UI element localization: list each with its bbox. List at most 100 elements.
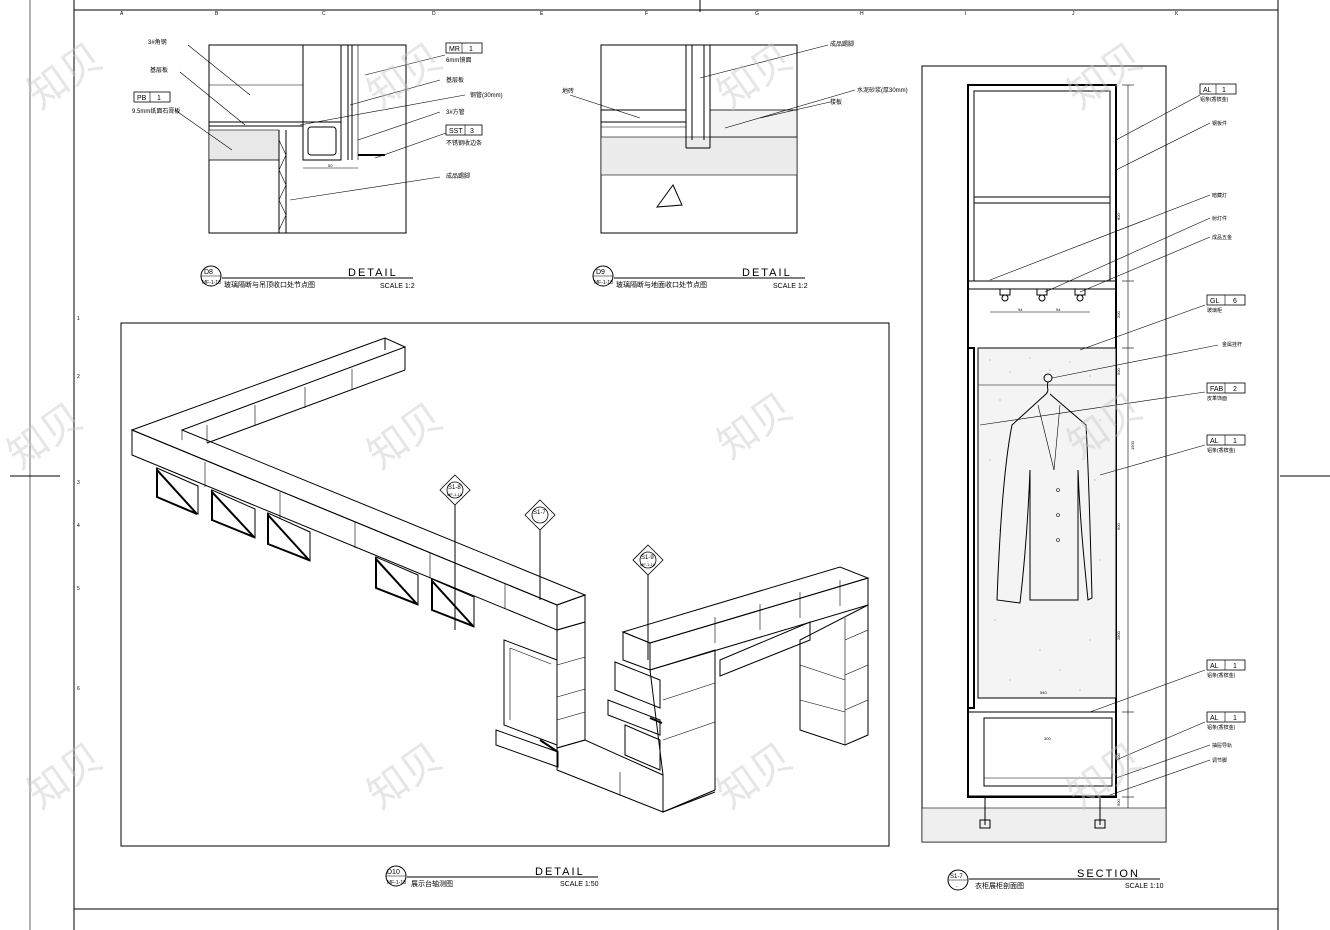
svg-text:知贝: 知贝 (19, 735, 111, 819)
svg-text:D8: D8 (204, 269, 213, 276)
svg-text:1: 1 (469, 46, 473, 53)
section-tag-s1-7: S1-7 - (524, 499, 556, 600)
svg-text:SCALE 1:10: SCALE 1:10 (1125, 883, 1164, 890)
svg-text:K: K (1175, 11, 1179, 17)
grid-left-labels: 1 2 3 4 5 6 (77, 316, 80, 692)
svg-text:楼板: 楼板 (830, 98, 842, 106)
svg-text:玻璃隔断与吊顶收口处节点图: 玻璃隔断与吊顶收口处节点图 (224, 280, 315, 289)
svg-text:50: 50 (328, 163, 333, 168)
section-title-block: S1-7 - 衣柜展柜剖面图 SECTION SCALE 1:10 (947, 868, 1164, 891)
svg-text:1900: 1900 (1130, 440, 1135, 450)
svg-text:衣柜展柜剖面图: 衣柜展柜剖面图 (975, 881, 1024, 890)
svg-text:C: C (322, 11, 326, 17)
svg-text:基层板: 基层板 (446, 76, 464, 84)
cabinet-lights: 94 94 (990, 288, 1090, 313)
svg-text:S1-7: S1-7 (950, 874, 963, 880)
svg-text:知贝: 知贝 (709, 385, 801, 469)
d8-callout-texts: 3#角钢 基层板 PB 1 9.5mm纸面石膏板 MR 1 6mm镜面 基层板 … (132, 38, 503, 180)
svg-text:抽屉导轨: 抽屉导轨 (1212, 742, 1232, 749)
svg-text:FAB: FAB (1210, 386, 1224, 393)
counter-base (556, 739, 716, 813)
svg-text:DETAIL: DETAIL (535, 866, 585, 878)
svg-text:1: 1 (157, 95, 161, 102)
svg-text:AL: AL (1203, 87, 1212, 94)
svg-text:2800: 2800 (1116, 630, 1121, 640)
svg-text:AL: AL (1210, 438, 1219, 445)
svg-text:SCALE 1:2: SCALE 1:2 (380, 283, 415, 290)
section-tag-s1-8: S1-8 MF-1-10 (439, 474, 471, 630)
svg-text:知贝: 知贝 (1059, 35, 1151, 119)
svg-text:基层板: 基层板 (150, 66, 168, 74)
svg-text:-: - (538, 517, 540, 522)
section-s1-7: 94 94 (921, 65, 1246, 891)
grid-top-labels: A B C D E F G H I J K (120, 11, 1179, 17)
svg-text:500: 500 (1116, 368, 1121, 375)
svg-text:铝条(香槟金): 铝条(香槟金) (1207, 672, 1236, 679)
svg-text:知贝: 知贝 (709, 35, 801, 119)
svg-text:1: 1 (1233, 715, 1237, 722)
svg-text:皮革饰面: 皮革饰面 (1207, 395, 1227, 402)
d10-title-block: D10 MF-1-10 展示台轴测图 DETAIL SCALE 1:50 (385, 865, 599, 888)
svg-text:4: 4 (77, 523, 80, 529)
svg-text:1: 1 (1222, 87, 1226, 94)
svg-text:J: J (1072, 11, 1075, 17)
svg-text:知贝: 知贝 (359, 735, 451, 819)
svg-text:MR: MR (449, 46, 460, 53)
svg-text:540: 540 (1040, 690, 1047, 695)
svg-text:展示台轴测图: 展示台轴测图 (411, 879, 453, 888)
svg-text:D10: D10 (387, 869, 400, 876)
svg-text:SECTION: SECTION (1077, 868, 1140, 880)
svg-text:6: 6 (77, 686, 80, 692)
svg-text:SCALE 1:2: SCALE 1:2 (773, 283, 808, 290)
svg-text:AL: AL (1210, 663, 1219, 670)
svg-text:水泥砂浆(厚30mm): 水泥砂浆(厚30mm) (857, 86, 908, 94)
svg-text:3: 3 (470, 128, 474, 135)
svg-text:1: 1 (77, 316, 80, 322)
section-leaders (979, 94, 1219, 796)
counter-short (607, 566, 870, 813)
svg-text:1: 1 (1233, 438, 1237, 445)
svg-text:3#角钢: 3#角钢 (148, 38, 167, 46)
svg-text:S1-9: S1-9 (641, 555, 654, 561)
svg-text:500: 500 (1116, 753, 1121, 760)
svg-text:G: G (755, 11, 759, 17)
svg-text:铝条(香槟金): 铝条(香槟金) (1207, 447, 1236, 454)
svg-text:地砖: 地砖 (562, 87, 574, 95)
svg-text:3: 3 (77, 480, 80, 486)
svg-text:A: A (120, 11, 124, 17)
svg-text:知贝: 知贝 (359, 395, 451, 479)
svg-text:9.5mm纸面石膏板: 9.5mm纸面石膏板 (132, 107, 180, 115)
svg-text:MF-1-10: MF-1-10 (594, 280, 613, 286)
drawer-boxes (156, 467, 475, 628)
svg-text:不锈钢收边条: 不锈钢收边条 (446, 139, 482, 147)
svg-text:6: 6 (1233, 298, 1237, 305)
svg-text:SST: SST (449, 128, 463, 135)
detail-d9: 成品踢脚 地砖 水泥砂浆(厚30mm) 楼板 D9 MF-1-10 玻璃隔断与地… (562, 40, 908, 290)
d9-title-block: D9 MF-1-10 玻璃隔断与地面收口处节点图 DETAIL SCALE 1:… (592, 265, 808, 290)
counter-long (130, 337, 587, 631)
svg-text:MF-1-10: MF-1-10 (640, 562, 656, 567)
svg-text:94: 94 (1018, 307, 1023, 312)
svg-text:DETAIL: DETAIL (742, 267, 792, 279)
svg-text:-: - (956, 884, 958, 890)
svg-text:D: D (432, 11, 436, 17)
section-callout-texts: AL 1 铝条(香槟金) 钢板件 暗藏灯 射灯件 成品五金 GL 6 玻璃柜 金… (1199, 83, 1246, 764)
svg-text:2: 2 (77, 374, 80, 380)
detail-d10: S1-8 MF-1-10 S1-7 - S1-9 MF-1-10 D10 MF-… (120, 322, 890, 888)
svg-text:钢管(30mm): 钢管(30mm) (470, 91, 503, 99)
svg-text:S1-7: S1-7 (533, 510, 546, 516)
d9-callout-texts: 成品踢脚 地砖 水泥砂浆(厚30mm) 楼板 (562, 40, 908, 106)
svg-text:500: 500 (1116, 799, 1121, 806)
dotted-fill (989, 357, 1101, 691)
svg-text:S1-8: S1-8 (448, 485, 461, 491)
svg-text:调节脚: 调节脚 (1212, 757, 1227, 764)
svg-text:知贝: 知贝 (0, 395, 91, 479)
svg-text:6mm镜面: 6mm镜面 (446, 56, 471, 64)
svg-text:成品踢脚: 成品踢脚 (446, 172, 470, 180)
svg-text:5: 5 (77, 586, 80, 592)
detail-d8: 50 3#角钢 基层板 PB 1 9.5mm纸面石膏板 MR 1 6mm镜面 (132, 38, 503, 290)
svg-text:玻璃隔断与地面收口处节点图: 玻璃隔断与地面收口处节点图 (616, 280, 707, 289)
svg-text:2: 2 (1233, 386, 1237, 393)
dimension-chain: 800 200 500 600 1900 2800 500 500 540 30… (1040, 84, 1135, 808)
svg-text:铝条(香槟金): 铝条(香槟金) (1200, 96, 1229, 103)
